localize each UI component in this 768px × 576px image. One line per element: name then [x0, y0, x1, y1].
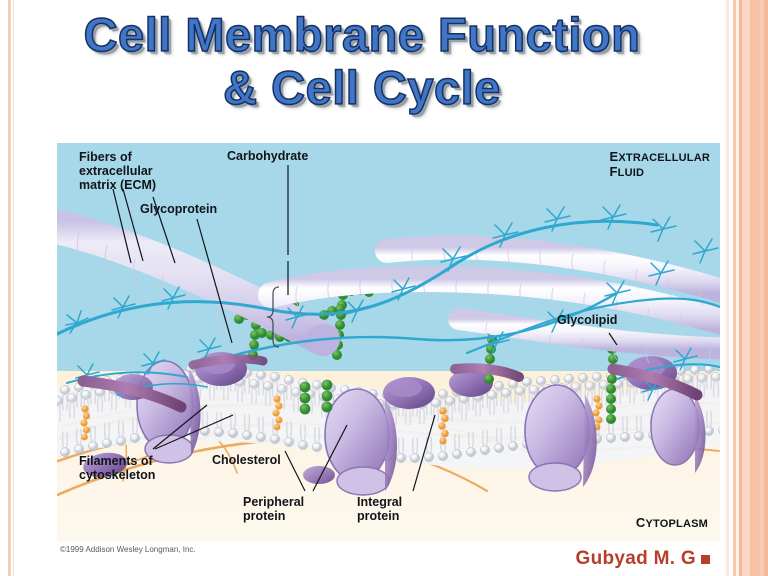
right-border-accent-band [720, 0, 768, 576]
label-integral-protein: Integral protein [357, 495, 403, 523]
label-cholesterol: Cholesterol [212, 453, 281, 467]
label-carbohydrate: Carbohydrate [227, 149, 309, 163]
peripheral-protein [83, 452, 335, 484]
slide-title: Cell Membrane Function & Cell Cycle [0, 7, 724, 115]
left-border-hairline [13, 0, 14, 576]
label-leader-lines [112, 165, 618, 492]
label-glycolipid: Glycolipid [557, 313, 618, 327]
label-cytoplasm-initial: C [635, 515, 646, 531]
label-fluid-rest: LUID [617, 166, 645, 179]
cell-membrane-diagram: Fibers of extracellular matrix (ECM) Gly… [57, 143, 720, 541]
membrane-illustration [57, 165, 720, 497]
copyright-notice: ©1999 Addison Wesley Longman, Inc. [60, 545, 196, 554]
label-fluid-initial: F [609, 163, 618, 179]
label-cytoplasm-rest: YTOPLASM [645, 518, 708, 531]
label-cytoplasm: CYTOPLASM [636, 516, 708, 531]
author-name: Gubyad M. G [575, 548, 696, 569]
title-line-1: Cell Membrane Function [83, 7, 641, 62]
signature-square-icon [701, 555, 710, 564]
label-extracellular-fluid-rest: XTRACELLULAR [618, 152, 710, 164]
ecm-collagen-fibers [57, 209, 720, 367]
label-filaments-cytoskeleton: Filaments of cytoskeleton [79, 454, 156, 482]
label-glycoprotein: Glycoprotein [140, 202, 218, 216]
label-peripheral-protein: Peripheral protein [243, 495, 305, 523]
title-line-2: & Cell Cycle [222, 60, 501, 115]
ecm-teal-fibers [57, 204, 720, 401]
label-ecm: Fibers of extracellular matrix (ECM) [79, 150, 157, 192]
left-border-accent [8, 0, 11, 576]
label-extracellular-fluid-initial: E [609, 149, 619, 164]
author-signature: Gubyad M. G [576, 548, 710, 570]
purple-rod-fibers [77, 354, 703, 413]
